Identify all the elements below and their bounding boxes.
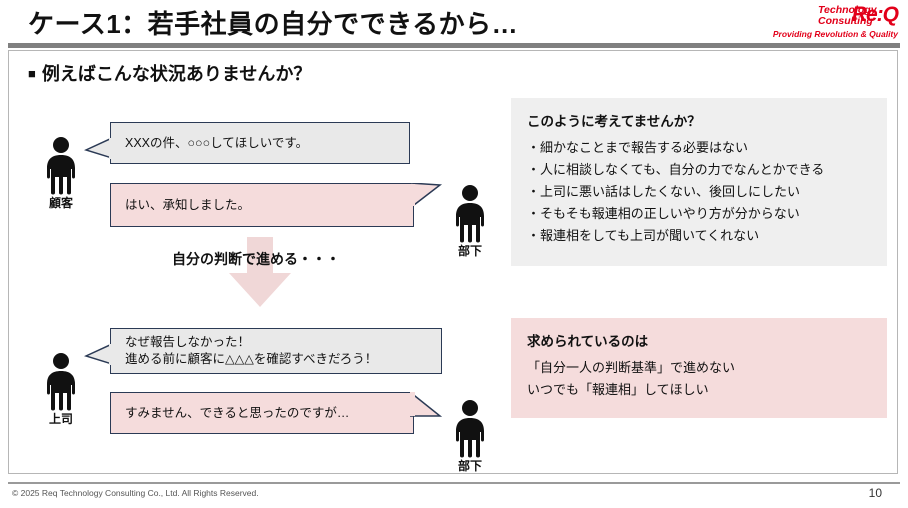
person-icon xyxy=(47,137,75,195)
page-number: 10 xyxy=(868,486,882,500)
panel-required-title: 求められているのは xyxy=(527,334,649,349)
panel-required-item: いつでも「報連相」してほしい xyxy=(527,382,709,397)
person-boss: 上司 xyxy=(38,352,84,430)
person-customer-label: 顧客 xyxy=(48,196,73,210)
title-divider xyxy=(8,43,900,48)
bubble-boss-scold: なぜ報告しなかった！ 進める前に顧客に△△△を確認すべきだろう！ xyxy=(110,328,442,374)
section-subtitle: ■ 例えばこんな状況ありませんか？ xyxy=(28,60,311,86)
footer-divider xyxy=(8,482,900,484)
bubble-customer-request: XXXの件、○○○してほしいです。 xyxy=(110,122,410,164)
person-subordinate-top-label: 部下 xyxy=(457,244,482,258)
logo-line2: Consulting xyxy=(818,15,873,27)
bubble-subordinate-apology-text: すみません、できると思ったのですが… xyxy=(125,405,350,420)
panel-thoughts-item: ・上司に悪い話はしたくない、後回しにしたい xyxy=(527,184,801,199)
panel-thoughts: このように考えてませんか？ ・細かなことまで報告する必要はない ・人に相談しなく… xyxy=(511,98,887,266)
logo-brand-row: Re:Q xyxy=(728,3,899,26)
logo-tagline: Providing Revolution & Quality xyxy=(772,29,898,39)
footer-copyright: © 2025 Req Technology Consulting Co., Lt… xyxy=(12,488,259,498)
person-icon xyxy=(456,185,484,243)
bubble-boss-scold-text: なぜ報告しなかった！ 進める前に顧客に△△△を確認すべきだろう！ xyxy=(125,335,378,366)
bubble-customer-request-text: XXXの件、○○○してほしいです。 xyxy=(125,135,309,150)
company-logo: Re:Q Technology Consulting Providing Rev… xyxy=(728,3,899,40)
bubble-subordinate-apology: すみません、できると思ったのですが… xyxy=(110,392,414,434)
panel-thoughts-item: ・細かなことまで報告する必要はない xyxy=(527,140,749,155)
bubble-subordinate-ack: はい、承知しました。 xyxy=(110,183,414,227)
logo-line1: Technology xyxy=(818,4,877,16)
panel-required: 求められているのは 「自分一人の判断基準」で進めない いつでも「報連相」してほし… xyxy=(511,318,887,418)
logo-brand-text: Re:Q xyxy=(851,3,899,26)
panel-thoughts-title: このように考えてませんか？ xyxy=(527,114,701,129)
bubble-tail-left-bottom xyxy=(84,344,112,365)
person-subordinate-bottom-label: 部下 xyxy=(457,459,482,473)
panel-thoughts-item: ・人に相談しなくても、自分の力でなんとかできる xyxy=(527,162,825,177)
person-customer: 顧客 xyxy=(38,136,84,214)
panel-thoughts-item: ・報連相をしても上司が聞いてくれない xyxy=(527,228,760,243)
person-icon xyxy=(47,353,75,411)
person-subordinate-top: 部下 xyxy=(447,184,493,262)
bubble-tail-right-bottom xyxy=(410,392,443,417)
person-boss-label: 上司 xyxy=(48,412,73,426)
bullet-square-icon: ■ xyxy=(28,66,36,81)
bubble-subordinate-ack-text: はい、承知しました。 xyxy=(125,197,251,212)
person-icon xyxy=(456,400,484,458)
bubble-tail-left-top xyxy=(84,138,112,159)
panel-thoughts-item: ・そもそも報連相の正しいやり方が分からない xyxy=(527,206,800,221)
section-subtitle-text: 例えばこんな状況ありませんか？ xyxy=(41,64,312,84)
flow-caption: 自分の判断で進める・・・ xyxy=(172,251,340,267)
logo-subtext: Technology Consulting xyxy=(818,5,898,27)
title-bar: ケース1：若手社員の自分でできるから… Re:Q Technology Cons… xyxy=(0,0,908,42)
person-subordinate-bottom: 部下 xyxy=(447,399,493,477)
panel-required-item: 「自分一人の判断基準」で進めない xyxy=(527,360,736,375)
flow-arrow-down-icon xyxy=(229,237,291,307)
bubble-tail-right-top xyxy=(410,183,443,207)
page-title: ケース1：若手社員の自分でできるから… xyxy=(28,9,519,39)
